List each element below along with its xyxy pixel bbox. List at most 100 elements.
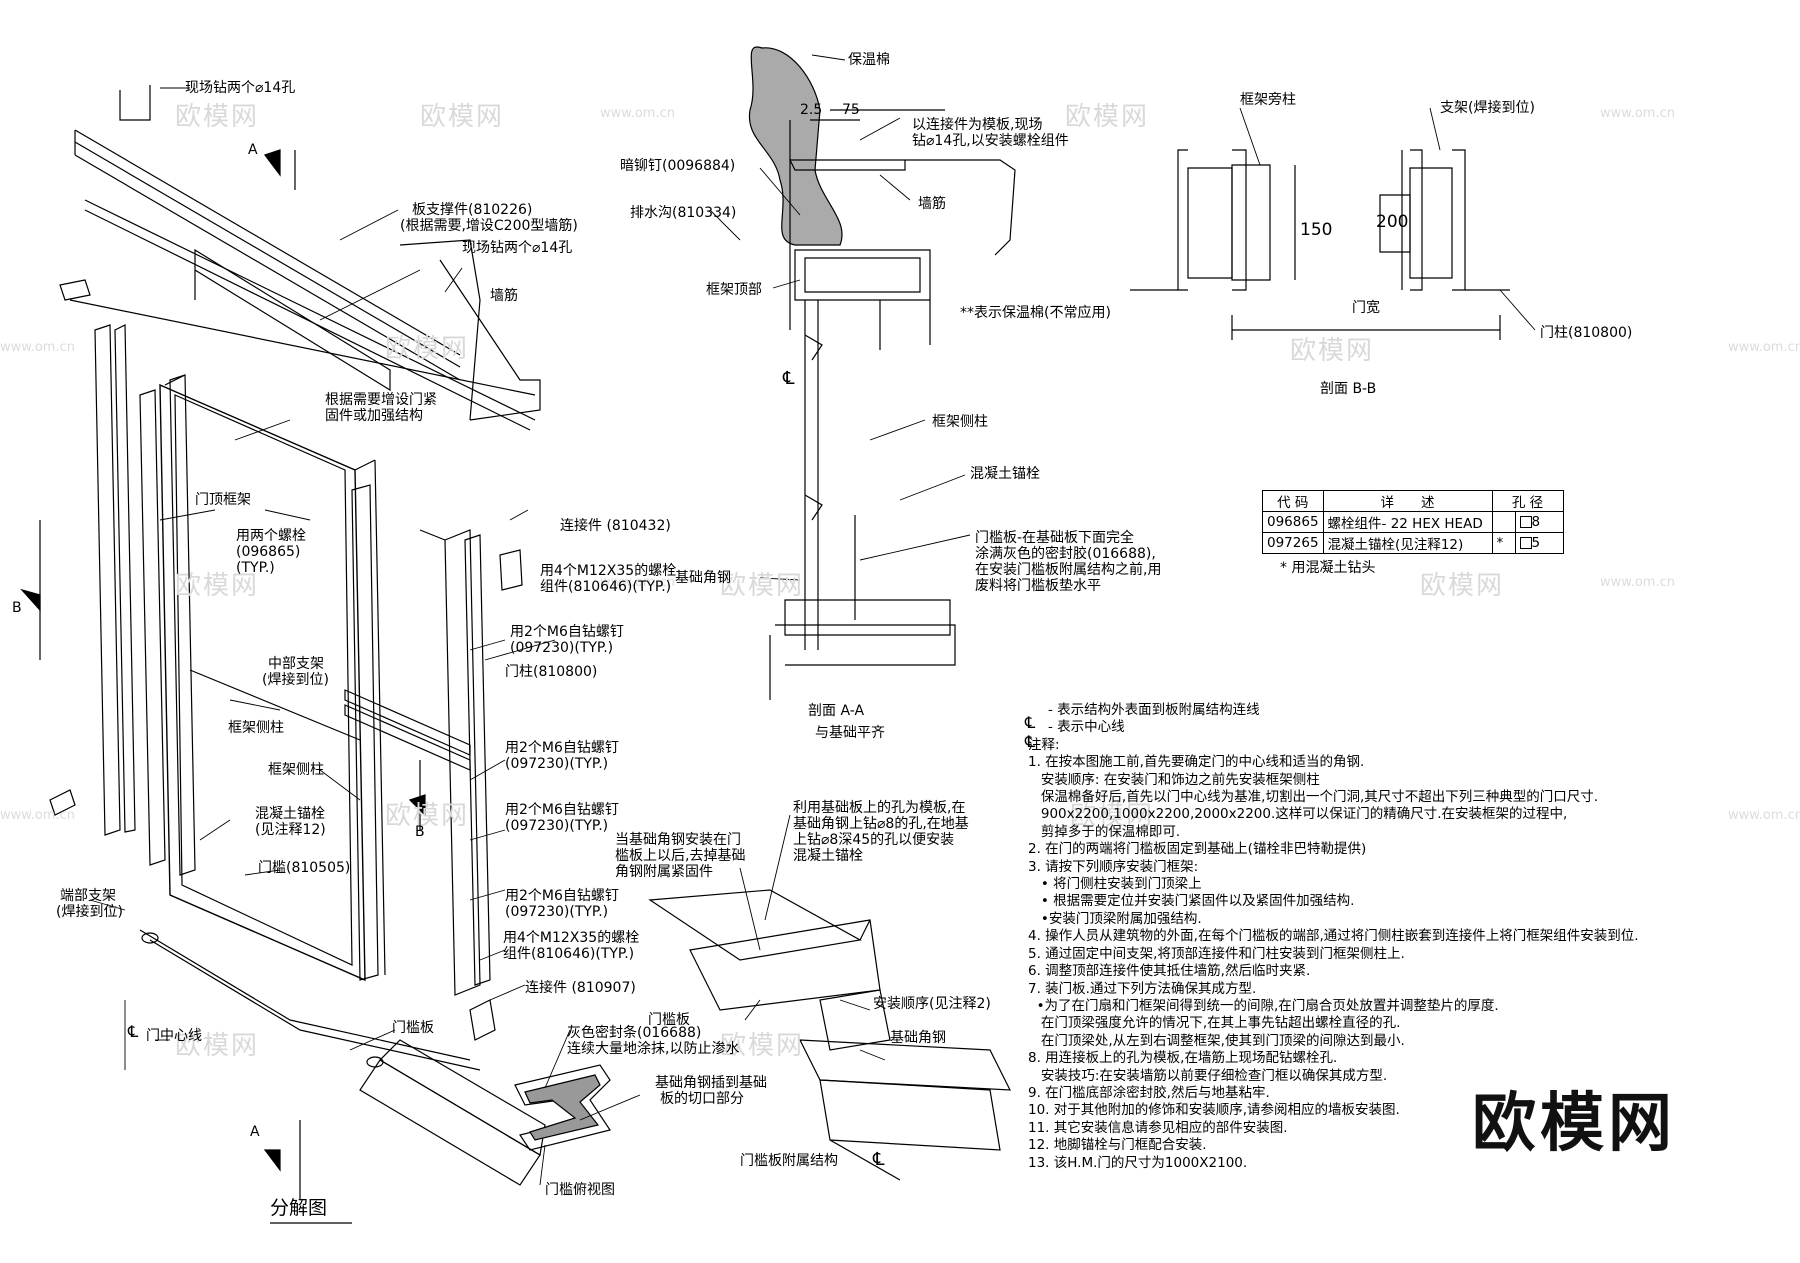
label-seal-1: 灰色密封条(016688) [567, 1025, 702, 1041]
label-door-post-bb: 门柱(810800) [1540, 325, 1633, 341]
notes-heading: 注释: [1028, 736, 1060, 753]
table-cell-code: 097265 [1262, 532, 1324, 554]
note-line: 12. 地脚锚栓与门框配合安装. [1028, 1137, 1207, 1154]
dim-200: 200 [1376, 212, 1409, 232]
table-cell-desc: 混凝土锚栓(见注释12) [1322, 532, 1493, 554]
label-after-2: 槛板上以后,去掉基础 [615, 848, 746, 864]
section-aa-drawing [748, 46, 1016, 700]
label-sill-4: 废料将门槛板垫水平 [975, 578, 1101, 594]
note-line: 9. 在门槛底部涂密封胶,然后与地基粘牢. [1028, 1084, 1270, 1101]
label-connector-810432: 连接件 (810432) [560, 518, 671, 534]
label-mid-bracket-1: 中部支架 [268, 656, 324, 672]
label-bolt-two-3: (TYP.) [236, 560, 275, 576]
note-line: 2. 在门的两端将门槛板固定到基础上(锚栓非巴特勒提供) [1028, 841, 1367, 858]
watermark-brand: 欧模网 [1290, 336, 1375, 366]
label-wall-rib-aa: 墙筋 [918, 196, 946, 212]
label-sill-plate: 门槛板 [648, 1012, 690, 1028]
label-m12-b2: 组件(810646)(TYP.) [503, 946, 635, 962]
watermark-brand: 欧模网 [1420, 571, 1505, 601]
watermark-url: www.om.cn [600, 106, 675, 121]
table-header-hole: 孔 径 [1491, 490, 1564, 512]
label-mid-bracket-2: (焊接到位) [262, 672, 329, 688]
table-row: 096865 螺栓组件- 22 HEX HEAD 8 [1262, 511, 1564, 533]
label-anchor-1: 混凝土锚栓 [255, 806, 325, 822]
label-m12-a2: 组件(810646)(TYP.) [540, 579, 672, 595]
section-bb-leaders [1239, 107, 1536, 331]
legend-line-2: - 表示中心线 [1048, 719, 1125, 736]
label-template-1: 以连接件为模板,现场 [912, 117, 1043, 133]
watermark-brand: 欧模网 [1070, 801, 1155, 831]
note-line: 900x2200,1000x2200,2000x2200.这样可以保证门的精确尺… [1028, 806, 1568, 823]
label-drain: 排水沟(810334) [630, 205, 737, 221]
note-line: 3. 请按下列顺序安装门框架: [1028, 858, 1199, 875]
watermark-url: www.om.cn [1600, 106, 1675, 121]
label-template-2: 钻⌀14孔,以安装螺栓组件 [912, 133, 1069, 149]
label-sill-1: 门槛板-在基础板下面完全 [975, 530, 1135, 546]
label-plate-support-note: (根据需要,增设C200型墙筋) [400, 218, 578, 234]
threshold-detail-title: 门槛板附属结构 [740, 1153, 838, 1169]
label-door-fastener-2: 固件或加强结构 [325, 408, 423, 424]
note-line: 安装技巧:在安装墙筋以前要仔细检查门框以确保其成方型. [1028, 1067, 1388, 1084]
legend-symbol-1: ℄ [1024, 713, 1036, 732]
note-line: 剪掉多于的保温棉即可. [1028, 823, 1181, 840]
note-line: • 根据需要定位并安装门紧固件以及紧固件加强结构. [1028, 893, 1355, 910]
label-m12-a1: 用4个M12X35的螺栓 [540, 563, 677, 579]
section-marker-a-bottom: A [250, 1124, 260, 1140]
note-line: • 将门侧柱安装到门顶梁上 [1028, 876, 1202, 893]
label-install-order: 安装顺序(见注释2) [873, 996, 991, 1012]
exploded-view-title: 分解图 [270, 1197, 328, 1219]
centerline-symbol-aa: ℄ [782, 368, 795, 389]
label-base-angle-td: 基础角钢 [890, 1030, 946, 1046]
right-door-post [419, 529, 491, 996]
label-insert-2: 板的切口部分 [660, 1091, 744, 1107]
note-line: 11. 其它安装信息请参见相应的部件安装图. [1028, 1119, 1288, 1136]
section-aa-leaders [709, 54, 971, 581]
table-cell-desc: 螺栓组件- 22 HEX HEAD [1322, 511, 1493, 533]
label-m6-b1: 用2个M6自钻螺钉 [505, 740, 619, 756]
watermark-url: www.om.cn [0, 340, 75, 355]
label-use-holes-4: 混凝土锚栓 [793, 848, 863, 864]
label-wall-rib: 墙筋 [490, 288, 518, 304]
label-end-bracket-1: 端部支架 [60, 888, 116, 904]
table-cell-mark: * [1491, 532, 1516, 554]
section-marker-b-right: B [415, 824, 425, 840]
label-frame-post: 框架旁柱 [1240, 92, 1296, 108]
label-m12-b1: 用4个M12X35的螺栓 [503, 930, 640, 946]
door-frame [159, 374, 386, 982]
table-cell-mark [1491, 511, 1516, 533]
section-marker-b-left: B [12, 600, 22, 616]
label-bolt-two-1: 用两个螺栓 [236, 528, 306, 544]
mid-brackets [189, 669, 471, 771]
legend-line-1: - 表示结构外表面到板附属结构连线 [1048, 702, 1260, 718]
note-line: •安装门顶梁附属加强结构. [1028, 910, 1202, 927]
note-line: 在门顶梁处,从左到右调整框架,使其到门顶梁的间隙达到最小. [1028, 1032, 1405, 1049]
parts-table: 代 码 详 述 孔 径 096865 螺栓组件- 22 HEX HEAD 8 0… [1262, 490, 1564, 554]
watermark-brand: 欧模网 [175, 1031, 260, 1061]
watermark-url: www.om.cn [1728, 340, 1800, 355]
label-frame-side-post-a: 框架侧柱 [228, 720, 284, 736]
watermark-brand: 欧模网 [385, 801, 470, 831]
note-line: 保温棉备好后,首先以门中心线为基准,切割出一个门洞,其尺寸不超出下列三种典型的门… [1028, 789, 1599, 806]
label-m6-d2: (097230)(TYP.) [505, 904, 609, 920]
label-base-angle-aa: 基础角钢 [675, 570, 731, 586]
label-drill-mid: 现场钻两个⌀14孔 [462, 240, 573, 256]
brand-logo: 欧模网 [1472, 1087, 1676, 1161]
table-row: 097265 混凝土锚栓(见注释12) * 5 [1262, 532, 1564, 554]
centerline-symbol-exploded: ℄ [127, 1022, 139, 1041]
threshold-leaders [539, 814, 886, 1186]
note-line: 7. 装门板.通过下列方法确保其成方型. [1028, 980, 1257, 997]
upper-wall-rib-rails [69, 85, 541, 431]
watermark-brand: 欧模网 [1065, 102, 1150, 132]
dim-2-5: 2.5 [800, 102, 823, 118]
label-sill-2: 涂满灰色的密封胶(016688), [975, 546, 1156, 562]
label-door-centerline: 门中心线 [146, 1028, 202, 1044]
section-markers [20, 149, 426, 1200]
section-bb-drawing [1130, 149, 1510, 340]
note-line: 13. 该H.M.门的尺寸为1000X2100. [1028, 1154, 1248, 1171]
watermark-brand: 欧模网 [175, 571, 260, 601]
label-m6-c1: 用2个M6自钻螺钉 [505, 802, 619, 818]
note-line: 4. 操作人员从建筑物的外面,在每个门槛板的端部,通过将门侧柱嵌套到连接件上将门… [1028, 928, 1639, 945]
checkbox-icon [1519, 537, 1532, 549]
label-bracket: 支架(焊接到位) [1440, 100, 1535, 116]
label-drill-top: 现场钻两个⌀14孔 [185, 80, 296, 96]
